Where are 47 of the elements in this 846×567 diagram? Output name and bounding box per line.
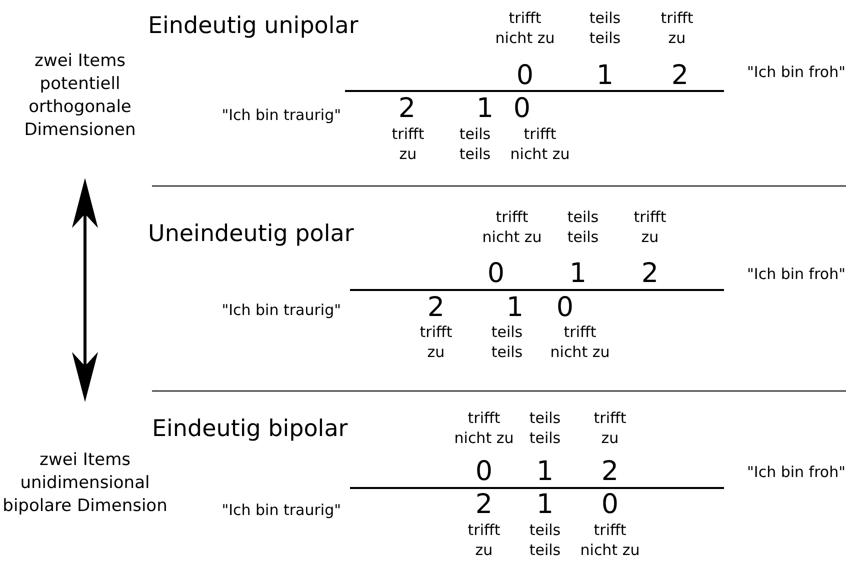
scale-value: 2 — [600, 459, 620, 485]
rating-label: trifft nicht zu — [509, 124, 571, 164]
section-title: Eindeutig bipolar — [152, 415, 348, 443]
rating-label: teils teils — [528, 408, 562, 448]
item-text: "Ich bin traurig" — [222, 500, 341, 520]
item-text: "Ich bin traurig" — [222, 105, 341, 125]
rating-label: teils teils — [528, 520, 562, 560]
scale-value: 0 — [555, 295, 575, 321]
item-text: "Ich bin froh" — [747, 62, 846, 82]
item-text: "Ich bin froh" — [747, 462, 846, 482]
scale-value: 2 — [474, 492, 494, 518]
scale-value: 0 — [486, 261, 506, 287]
rating-label: trifft zu — [660, 8, 694, 48]
scale-value: 1 — [568, 261, 588, 287]
rating-label: trifft zu — [390, 124, 426, 164]
rating-label: trifft zu — [632, 207, 668, 247]
scale-value: 0 — [512, 96, 532, 122]
scale-value: 1 — [595, 63, 615, 89]
section-title: Eindeutig unipolar — [148, 12, 358, 40]
scale-value: 1 — [535, 492, 555, 518]
rating-label: trifft nicht zu — [579, 520, 641, 560]
rating-label: trifft nicht zu — [494, 8, 556, 48]
rating-label: teils teils — [458, 124, 492, 164]
rating-label: trifft zu — [466, 520, 502, 560]
scale-value: 2 — [397, 96, 417, 122]
rating-label: teils teils — [588, 8, 622, 48]
scale-value: 0 — [515, 63, 535, 89]
section-title: Uneindeutig polar — [148, 220, 354, 248]
scale-value: 2 — [640, 261, 660, 287]
rating-label: trifft zu — [418, 322, 454, 362]
rating-label: trifft zu — [592, 408, 628, 448]
rating-label: trifft nicht zu — [549, 322, 611, 362]
scale-value: 1 — [535, 459, 555, 485]
rating-label: trifft nicht zu — [481, 207, 543, 247]
scale-value: 1 — [475, 96, 495, 122]
rating-label: teils teils — [566, 207, 600, 247]
item-text: "Ich bin traurig" — [222, 300, 341, 320]
item-text: "Ich bin froh" — [747, 264, 846, 284]
note-text: zwei Items unidimensional bipolare Dimension — [2, 449, 168, 518]
note-text: zwei Items potentiell orthogonale Dimensionen — [23, 50, 137, 142]
rating-label: teils teils — [490, 322, 524, 362]
scale-value: 0 — [600, 492, 620, 518]
scale-value: 0 — [474, 459, 494, 485]
scale-value: 2 — [670, 63, 690, 89]
rating-label: trifft nicht zu — [453, 408, 515, 448]
scale-value: 1 — [505, 295, 525, 321]
scale-value: 2 — [426, 295, 446, 321]
